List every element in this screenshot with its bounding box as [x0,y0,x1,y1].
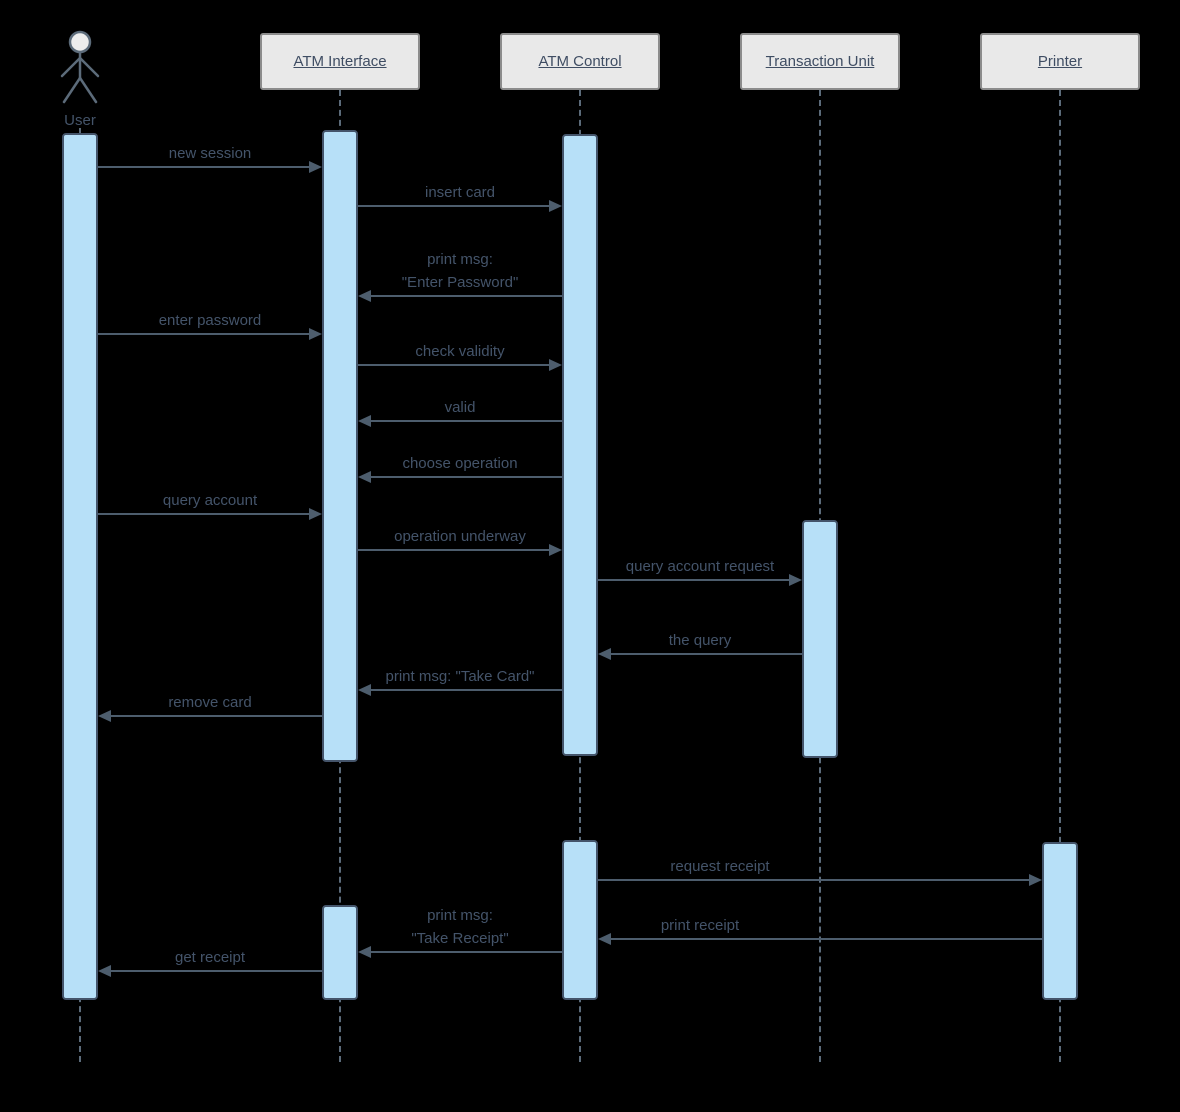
activation-atm-interface-1 [322,130,358,762]
message-enter-password-label: enter password [158,312,262,329]
message-enter-password-arrowhead [309,328,322,340]
lifeline-printer [1059,90,1061,1062]
activation-atm-interface-5 [322,905,358,1000]
message-request-receipt-arrowhead [1029,874,1042,886]
participant-label-printer: Printer [1037,53,1083,70]
message-operation-underway-line [358,549,549,551]
participant-printer: Printer [980,33,1140,90]
message-print-msg-arrowhead [358,290,371,302]
message-get-receipt-label: get receipt [174,949,246,966]
message-remove-card-label: remove card [168,694,252,711]
message-request-receipt-line [598,879,1029,881]
message-request-receipt-label: request receipt [670,858,770,875]
message-insert-card-arrowhead [549,200,562,212]
message-operation-underway-label: operation underway [394,528,526,545]
message-print-msg-take-card-line [371,689,562,691]
message-query-account-request-line [598,579,789,581]
message-query-account-arrowhead [309,508,322,520]
message-print-msg-label: print msg: "Enter Password" [401,251,519,291]
user-actor-icon [60,30,100,104]
message-print-msg-line [371,295,562,297]
message-check-validity-arrowhead [549,359,562,371]
message-get-receipt-line [111,970,322,972]
activation-atm-control-4 [562,840,598,1000]
message-choose-operation-line [371,476,562,478]
message-query-account-line [98,513,309,515]
message-remove-card-line [111,715,322,717]
message-choose-operation-label: choose operation [402,455,518,472]
message-insert-card-line [358,205,549,207]
participant-label-atm-control: ATM Control [538,53,622,70]
message-new-session-label: new session [168,145,252,162]
message-remove-card-arrowhead [98,710,111,722]
actor-label: User [64,112,96,129]
message-print-receipt-arrowhead [598,933,611,945]
activation-user-0 [62,133,98,1000]
activation-transaction-unit-3 [802,520,838,758]
message-query-account-request-label: query account request [625,558,775,575]
participant-atm-control: ATM Control [500,33,660,90]
message-print-msg-label: print msg: "Take Receipt" [411,907,509,947]
message-print-msg-arrowhead [358,946,371,958]
message-the-query-arrowhead [598,648,611,660]
message-get-receipt-arrowhead [98,965,111,977]
message-valid-line [371,420,562,422]
message-operation-underway-arrowhead [549,544,562,556]
message-new-session-line [98,166,309,168]
message-valid-label: valid [444,399,476,416]
participant-transaction-unit: Transaction Unit [740,33,900,90]
message-new-session-arrowhead [309,161,322,173]
message-insert-card-label: insert card [424,184,496,201]
message-the-query-label: the query [668,632,732,649]
message-enter-password-line [98,333,309,335]
message-print-msg-take-card-label: print msg: "Take Card" [385,668,535,685]
message-valid-arrowhead [358,415,371,427]
message-the-query-line [611,653,802,655]
message-choose-operation-arrowhead [358,471,371,483]
activation-atm-control-2 [562,134,598,756]
message-check-validity-line [358,364,549,366]
message-query-account-label: query account [162,492,258,509]
message-query-account-request-arrowhead [789,574,802,586]
message-print-msg-line [371,951,562,953]
participant-atm-interface: ATM Interface [260,33,420,90]
activation-printer-6 [1042,842,1078,1000]
message-check-validity-label: check validity [415,343,505,360]
participant-label-transaction-unit: Transaction Unit [765,53,875,70]
participant-label-atm-interface: ATM Interface [293,53,387,70]
message-print-msg-take-card-arrowhead [358,684,371,696]
message-print-receipt-label: print receipt [660,917,740,934]
message-print-receipt-line [611,938,1042,940]
